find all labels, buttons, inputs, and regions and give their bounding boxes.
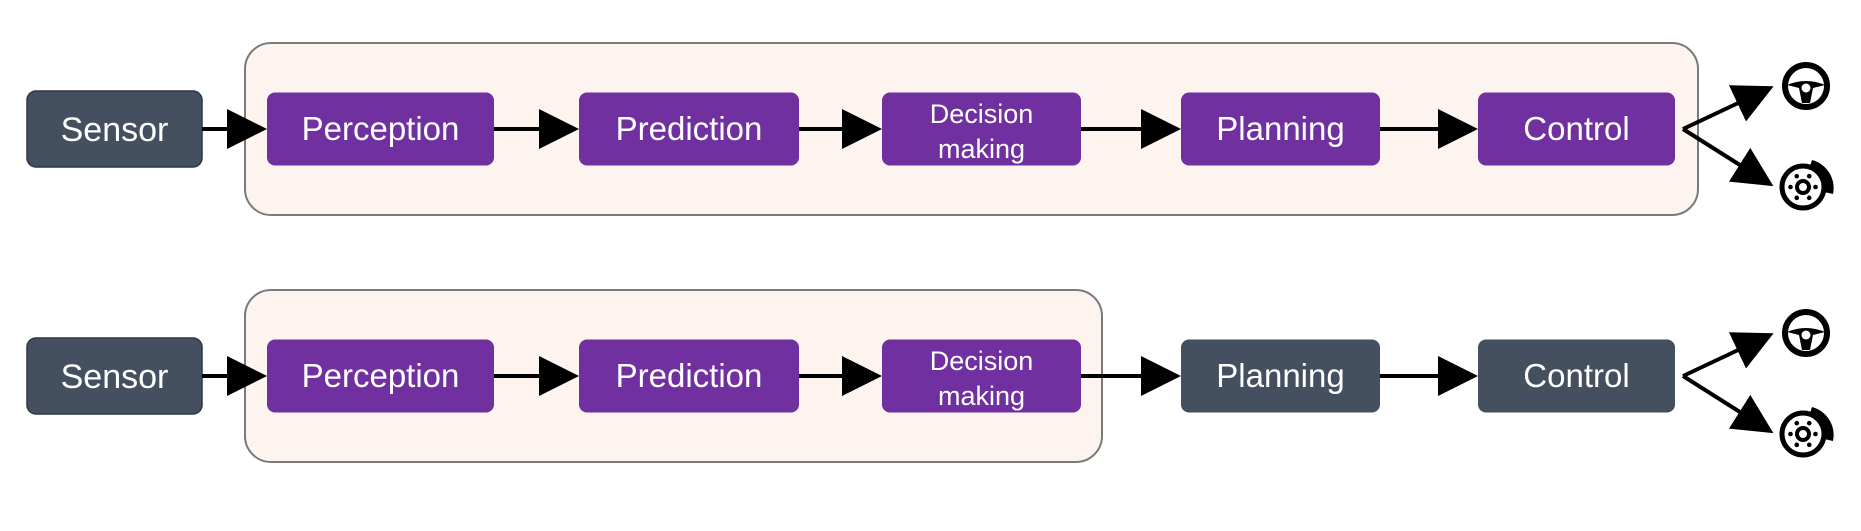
sensor-node: Sensor	[26, 337, 203, 415]
steering-wheel-icon	[1782, 309, 1830, 357]
perception-label: Perception	[302, 357, 460, 394]
planning-label: Planning	[1216, 110, 1344, 147]
perception-label: Perception	[302, 110, 460, 147]
planning-node: Planning	[1181, 92, 1380, 166]
output-arrow-brake	[1681, 374, 1774, 434]
brake-disc-icon	[1779, 407, 1834, 458]
decision-making-node: Decision making	[882, 339, 1081, 413]
pipeline-row-2: Sensor Perception Prediction Decision making…	[26, 289, 1834, 463]
prediction-label: Prediction	[616, 357, 763, 394]
perception-node: Perception	[267, 339, 494, 413]
decision-making-label-line: making	[938, 381, 1025, 411]
decision-making-node: Decision making	[882, 92, 1081, 166]
sensor-label: Sensor	[61, 111, 169, 149]
planning-label: Planning	[1216, 357, 1344, 394]
sensor-label: Sensor	[61, 358, 169, 396]
sensor-node: Sensor	[26, 90, 203, 168]
planning-node: Planning	[1181, 339, 1380, 413]
pipeline-row-1: Sensor Perception Prediction Decision making…	[26, 42, 1834, 216]
decision-making-label-line: Decision	[930, 99, 1034, 129]
decision-making-label-line: making	[938, 134, 1025, 164]
control-label: Control	[1523, 357, 1629, 394]
output-arrow-brake	[1681, 127, 1774, 187]
decision-making-label-line: Decision	[930, 346, 1034, 376]
steering-wheel-icon	[1782, 62, 1830, 110]
prediction-node: Prediction	[579, 92, 799, 166]
output-arrow-steering	[1682, 332, 1774, 378]
control-label: Control	[1523, 110, 1629, 147]
perception-node: Perception	[267, 92, 494, 166]
output-arrow-steering	[1682, 85, 1774, 131]
control-node: Control	[1478, 92, 1675, 166]
prediction-label: Prediction	[616, 110, 763, 147]
control-node: Control	[1478, 339, 1675, 413]
prediction-node: Prediction	[579, 339, 799, 413]
brake-disc-icon	[1779, 160, 1834, 211]
